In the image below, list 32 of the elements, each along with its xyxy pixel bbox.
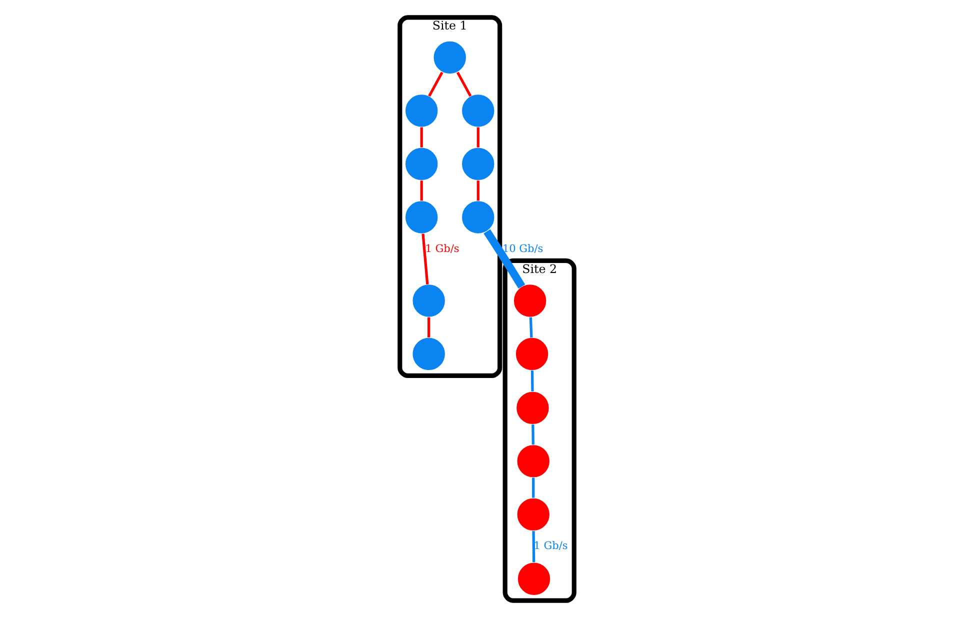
node-circle xyxy=(433,40,467,74)
node-circle xyxy=(515,337,549,371)
connector xyxy=(532,424,534,445)
connector xyxy=(420,127,423,148)
node-circle xyxy=(404,200,438,234)
connector xyxy=(484,229,526,289)
connector xyxy=(456,72,472,97)
node-circle xyxy=(461,147,495,181)
node-circle xyxy=(517,562,551,596)
connector xyxy=(422,234,429,284)
node-circle xyxy=(404,147,438,181)
node-circle xyxy=(461,94,495,128)
node-circle xyxy=(516,498,550,532)
node-circle xyxy=(412,337,446,371)
edge-label: 1 Gb/s xyxy=(534,540,568,552)
edge-label: 10 Gb/s xyxy=(502,243,544,255)
node-circle xyxy=(404,94,438,128)
connector xyxy=(530,370,534,392)
connector xyxy=(529,317,533,338)
connector xyxy=(428,317,430,338)
connector xyxy=(476,127,480,148)
node-circle xyxy=(461,200,495,234)
connector xyxy=(428,72,444,97)
connector xyxy=(476,180,480,201)
connector xyxy=(532,478,535,498)
connector xyxy=(532,531,536,562)
node-circle xyxy=(516,444,550,478)
edge-label: 1 Gb/s xyxy=(425,243,460,255)
node-circle xyxy=(412,284,446,318)
node-circle xyxy=(513,284,547,318)
connector xyxy=(420,180,423,201)
node-circle xyxy=(516,391,550,425)
